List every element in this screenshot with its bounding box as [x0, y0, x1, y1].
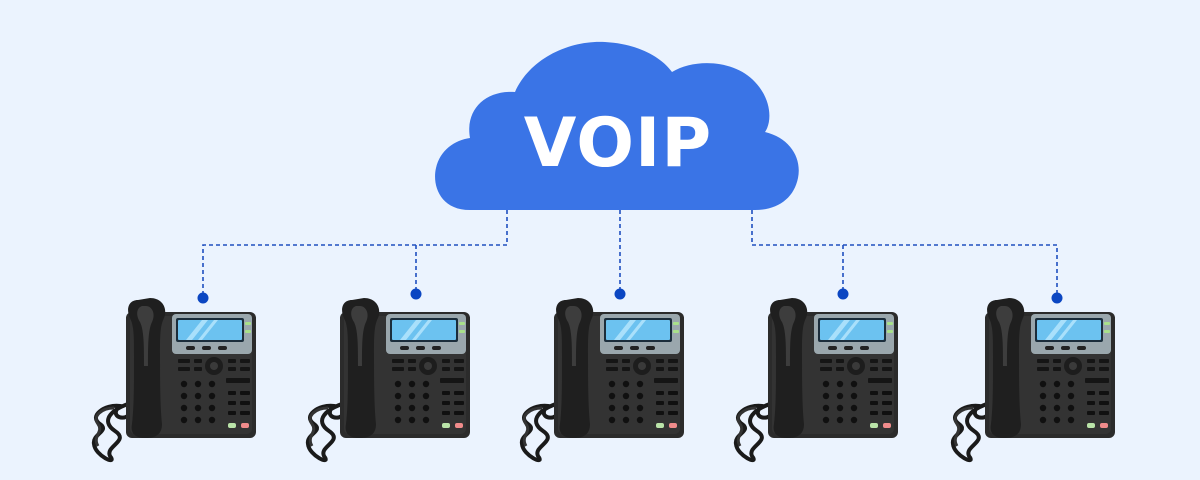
connector-lines: [202, 210, 1058, 297]
connector-endpoints: [197, 288, 1063, 304]
desk-phone-5: [950, 296, 1117, 463]
voip-cloud: [435, 41, 799, 211]
endpoint-dot-4: [837, 288, 849, 300]
endpoint-dot-1: [197, 292, 209, 304]
connector-branch-right: [751, 210, 1058, 297]
desk-phone-3: [519, 296, 686, 463]
desk-phone-4: [733, 296, 900, 463]
cloud-icon: VOIP: [435, 41, 799, 211]
endpoint-dot-5: [1051, 292, 1063, 304]
desk-phone-1: [91, 296, 258, 463]
desk-phone-2: [305, 296, 472, 463]
endpoint-dot-2: [410, 288, 422, 300]
endpoint-dot-3: [614, 288, 626, 300]
phones: [91, 296, 1117, 463]
connector-branch-left: [202, 210, 508, 297]
cloud-label: VOIP: [524, 104, 712, 183]
